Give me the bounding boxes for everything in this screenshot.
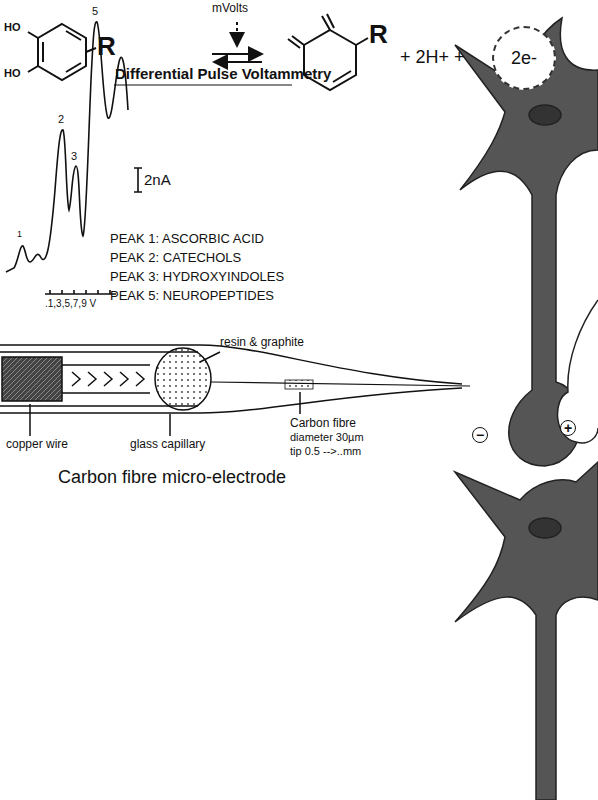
electron-label: 2e-: [511, 48, 537, 69]
voltammogram-trace: [6, 22, 292, 294]
catechol-structure: [28, 24, 96, 80]
equilibrium-arrows: [212, 22, 262, 62]
chart-title: Differential Pulse Voltammetry: [115, 66, 331, 83]
hydroxyl-label: HO: [4, 67, 21, 79]
peak-legend: PEAK 2: CATECHOLS: [110, 251, 241, 265]
peak-number: 1: [17, 230, 22, 240]
part-label: diameter 30µm: [290, 431, 364, 443]
polarity-sign: −: [472, 427, 488, 443]
peak-legend: PEAK 3: HYDROXYINDOLES: [110, 270, 284, 284]
part-label: copper wire: [6, 438, 68, 451]
part-label: glass capillary: [130, 438, 205, 451]
peak-number: 5: [92, 5, 98, 17]
electrode-drawing: [0, 345, 470, 436]
part-label: resin & graphite: [220, 336, 304, 349]
voltage-label: mVolts: [212, 2, 248, 15]
component-title: Carbon fibre micro-electrode: [58, 468, 286, 488]
part-label: Carbon fibre: [290, 417, 356, 430]
peak-legend: PEAK 1: ASCORBIC ACID: [110, 232, 264, 246]
peak-number: 3: [71, 150, 77, 162]
scale-label: 2nA: [144, 172, 171, 189]
axis-label: .1,3,5,7,9 V: [45, 298, 96, 309]
peak-number: 2: [58, 113, 64, 125]
polarity-sign: +: [560, 420, 576, 436]
part-label: tip 0.5 -->..mm: [290, 445, 361, 457]
electron-circle: 2e-: [492, 26, 556, 90]
r-group-label: R: [97, 32, 116, 61]
hydroxyl-label: HO: [4, 21, 21, 33]
reaction-products: + 2H+ +: [400, 48, 465, 68]
peak-legend: PEAK 5: NEUROPEPTIDES: [110, 289, 274, 303]
neurons: [455, 18, 598, 800]
r-group-label: R: [369, 20, 388, 49]
